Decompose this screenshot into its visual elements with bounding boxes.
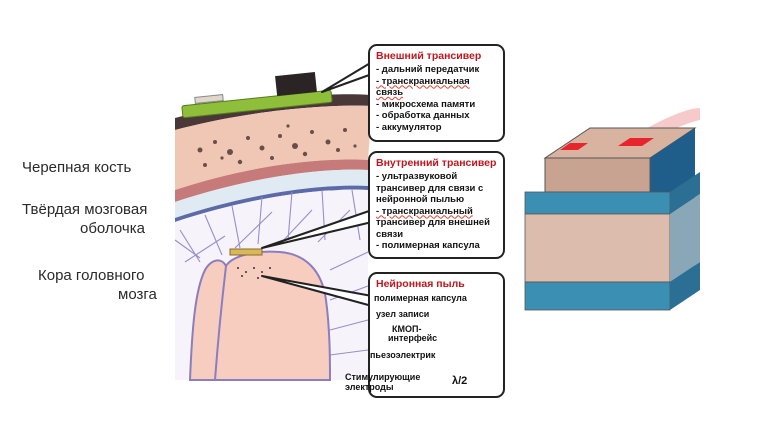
dust-cmos-label-line2: интерфейс xyxy=(388,333,438,343)
cortex-label-line1: Кора головного xyxy=(38,267,145,284)
external-item: - транскраниальная связь xyxy=(376,75,470,99)
internal-item: связи xyxy=(376,228,404,240)
dust-cmos-label-line1: КМОП- xyxy=(392,324,422,334)
skull-label: Черепная кость xyxy=(22,159,132,176)
internal-item: - полимерная капсула xyxy=(376,240,480,251)
dura-label-line2: оболочка xyxy=(80,220,145,237)
internal-transceiver-chip xyxy=(229,248,263,256)
mote-blue-lower xyxy=(524,281,671,311)
skull-pores xyxy=(197,124,357,167)
lambda-label: λ/2 xyxy=(452,375,468,387)
mote-red-pad-right xyxy=(618,138,654,146)
neural-dust-callout: Нейронная пыль xyxy=(368,272,505,398)
internal-item: - транскраниальный xyxy=(376,205,473,217)
mote-piezo-body xyxy=(524,213,671,283)
mote-blue-upper xyxy=(524,191,671,215)
internal-item: трансивер для связи с xyxy=(376,182,484,194)
brain-cross-section xyxy=(174,71,372,381)
dust-electrodes-label-line2: электроды xyxy=(345,382,394,392)
dura-label-line1: Твёрдая мозговая xyxy=(22,201,148,218)
external-title: Внешний трансивер xyxy=(376,50,482,62)
cortex-label-line2: мозга xyxy=(118,286,157,303)
internal-transceiver-callout: Внутренний трансивер - ультразвуковой тр… xyxy=(368,151,505,259)
dust-electrodes-label-line1: Стимулирующие xyxy=(345,372,421,382)
internal-item: трансивер для внешней xyxy=(376,217,490,228)
external-transceiver-callout: Внешний трансивер - дальний передатчик -… xyxy=(368,44,505,142)
dust-node-label: узел записи xyxy=(376,309,430,319)
neural-dust-motes xyxy=(237,267,271,279)
external-connector xyxy=(194,94,224,104)
internal-item: нейронной пылью xyxy=(376,194,465,205)
mote-node-layer xyxy=(544,157,651,193)
mote-red-pad-left xyxy=(560,143,588,150)
cortex-layer xyxy=(188,250,332,381)
external-callout-pointer xyxy=(321,61,373,93)
skull-bone-layer xyxy=(175,105,372,190)
dust-piezo-label: пьезоэлектрик xyxy=(370,350,436,360)
external-item: - аккумулятор xyxy=(376,121,442,133)
dura-layer xyxy=(175,169,368,218)
internal-title: Внутренний трансивер xyxy=(376,157,497,169)
internal-item: - ультразвуковой xyxy=(376,171,458,182)
external-item: - обработка данных xyxy=(376,110,470,121)
dust-title: Нейронная пыль xyxy=(376,278,465,290)
dust-capsule-label: полимерная капсула xyxy=(374,293,467,303)
external-chip xyxy=(275,71,317,97)
external-pcb xyxy=(181,89,333,119)
external-item: - дальний передатчик xyxy=(376,64,480,75)
large-mote xyxy=(524,108,700,311)
external-item: - микросхема памяти xyxy=(376,98,476,110)
